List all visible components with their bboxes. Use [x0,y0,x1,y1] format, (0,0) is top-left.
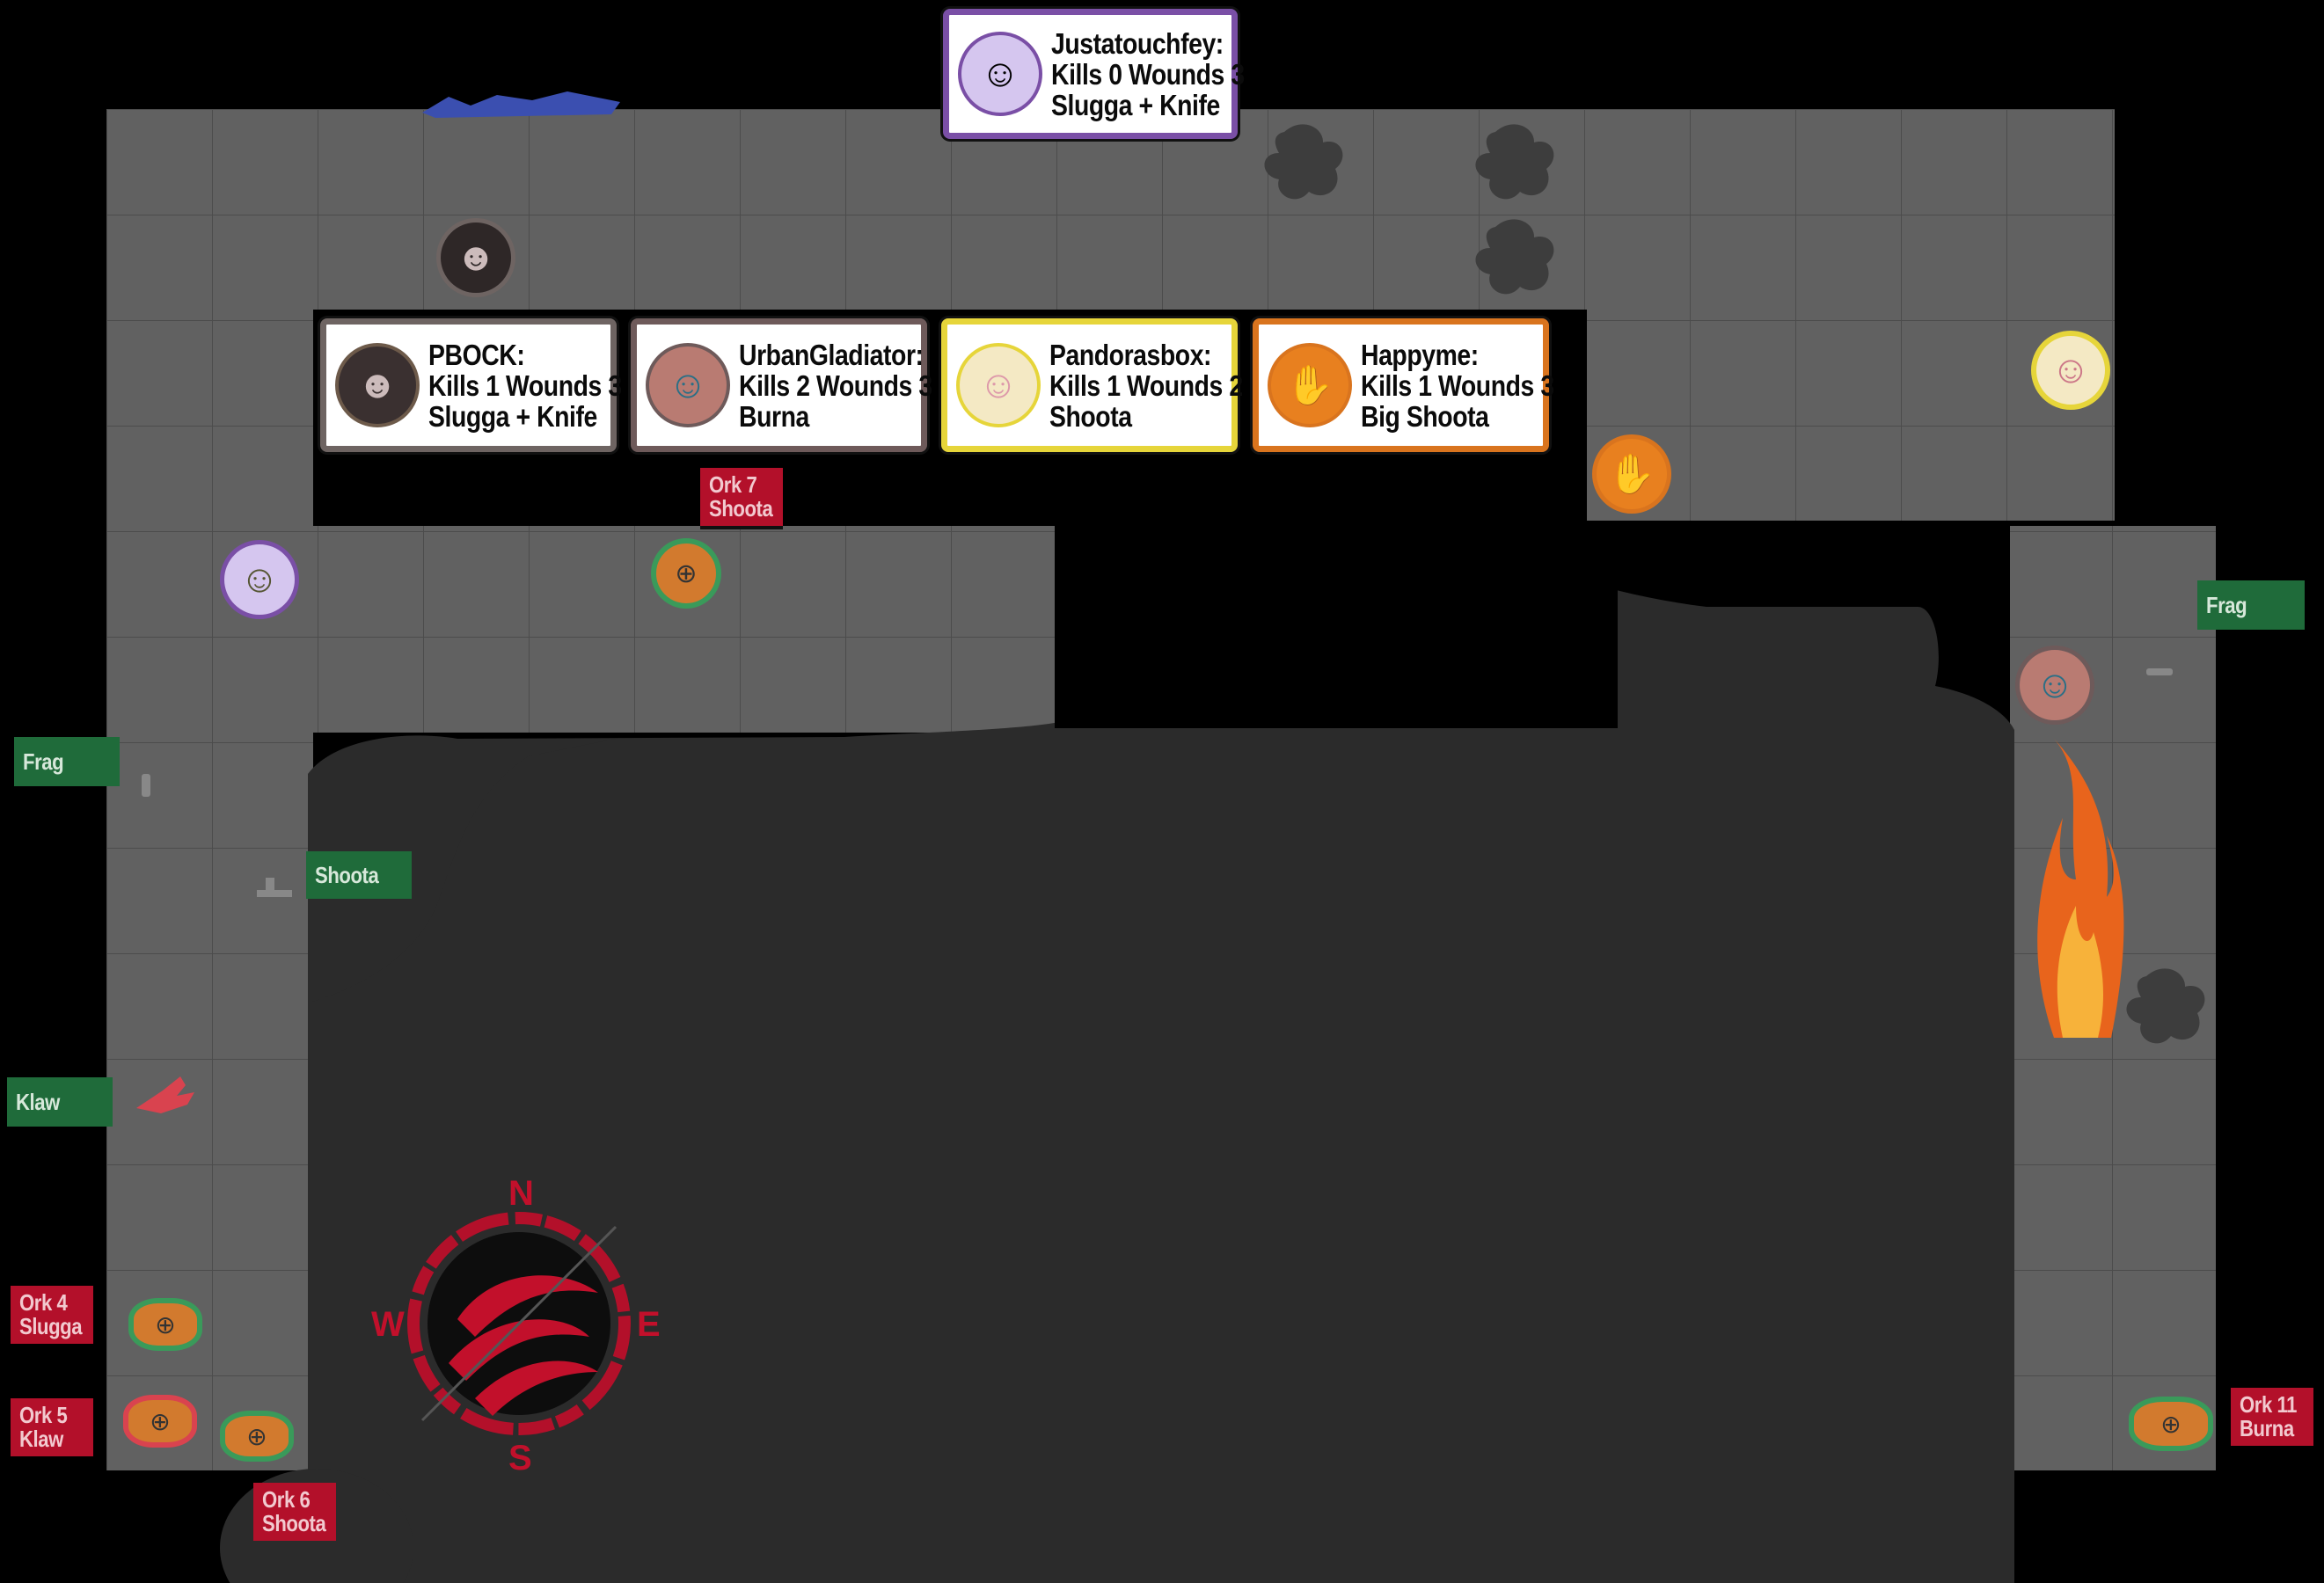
player-card-justatouchfey[interactable]: ☺ Justatouchfey: Kills 0 Wounds 3 Slugga… [943,9,1245,139]
floor-stains [1264,124,2205,1044]
unexplored-cloud [308,514,2014,1583]
item-label-klaw: Klaw [7,1077,113,1127]
player-name: Justatouchfey: [1051,26,1224,60]
token-justatouchfey[interactable]: ☺ [220,540,299,619]
player-stats: Kills 1 Wounds 2 [1049,368,1243,402]
player-name: UrbanGladiator: [739,338,924,371]
player-name: Pandorasbox: [1049,338,1212,371]
player-card-happyme[interactable]: ✋ Happyme: Kills 1 Wounds 3 Big Shoota [1253,318,1554,452]
token-urbangladiator[interactable]: ☺ [2015,646,2094,725]
token-pbock[interactable]: ☻ [436,218,515,297]
blue-debris [422,91,620,118]
player-name: Happyme: [1361,338,1479,371]
fire-hazard [2037,739,2124,1038]
compass-west-label: W [371,1305,405,1344]
token-happyme[interactable]: ✋ [1592,434,1671,514]
item-label-shoota: Shoota [306,851,412,899]
unexplored-cloud-left [310,739,616,1003]
player-weapon: Big Shoota [1361,399,1489,433]
token-pandorasbox[interactable]: ☺ [2031,331,2110,410]
pop-art-woman-portrait-icon: ☺ [956,343,1041,427]
item-label-frag-left: Frag [14,737,120,786]
compass-north-label: N [508,1174,534,1213]
frag-grenade-icon [2146,668,2173,675]
player-card-urbangladiator[interactable]: ☺ UrbanGladiator: Kills 2 Wounds 3 Burna [631,318,932,452]
wall-block [2115,109,2324,526]
player-weapon: Slugga + Knife [1051,88,1220,121]
player-card-pbock[interactable]: ☻ PBOCK: Kills 1 Wounds 3 Slugga + Knife [320,318,622,452]
player-stats: Kills 1 Wounds 3 [1361,368,1554,402]
wall-block [1055,526,1618,728]
player-stats: Kills 0 Wounds 3 [1051,57,1245,91]
item-label-frag-right: Frag [2197,580,2305,630]
player-weapon: Shoota [1049,399,1132,433]
player-card-pandorasbox[interactable]: ☺ Pandorasbox: Kills 1 Wounds 2 Shoota [941,318,1243,452]
sunset-silhouette-portrait-icon: ✋ [1268,343,1352,427]
player-weapon: Slugga + Knife [428,399,597,433]
purple-hair-portrait-icon: ☺ [958,32,1042,116]
shoota-gun-icon [257,878,292,897]
player-weapon: Burna [739,399,809,433]
compass-rose [407,1212,631,1435]
player-name: PBOCK: [428,338,525,371]
compass-south-label: S [508,1439,532,1477]
frag-grenade-icon [142,774,150,797]
ork-5-token[interactable]: ⊕ [123,1395,197,1448]
klaw-icon [136,1076,194,1113]
compass-east-label: E [637,1305,661,1344]
player-stats: Kills 2 Wounds 3 [739,368,932,402]
ork-4-token[interactable]: ⊕ [128,1298,202,1351]
player-stats: Kills 1 Wounds 3 [428,368,622,402]
comic-hero-portrait-icon: ☺ [646,343,730,427]
bearded-man-portrait-icon: ☻ [335,343,420,427]
ork-6-token[interactable]: ⊕ [220,1411,294,1462]
ork-7-token[interactable]: ⊕ [651,538,721,609]
ork-11-token[interactable]: ⊕ [2129,1397,2213,1451]
